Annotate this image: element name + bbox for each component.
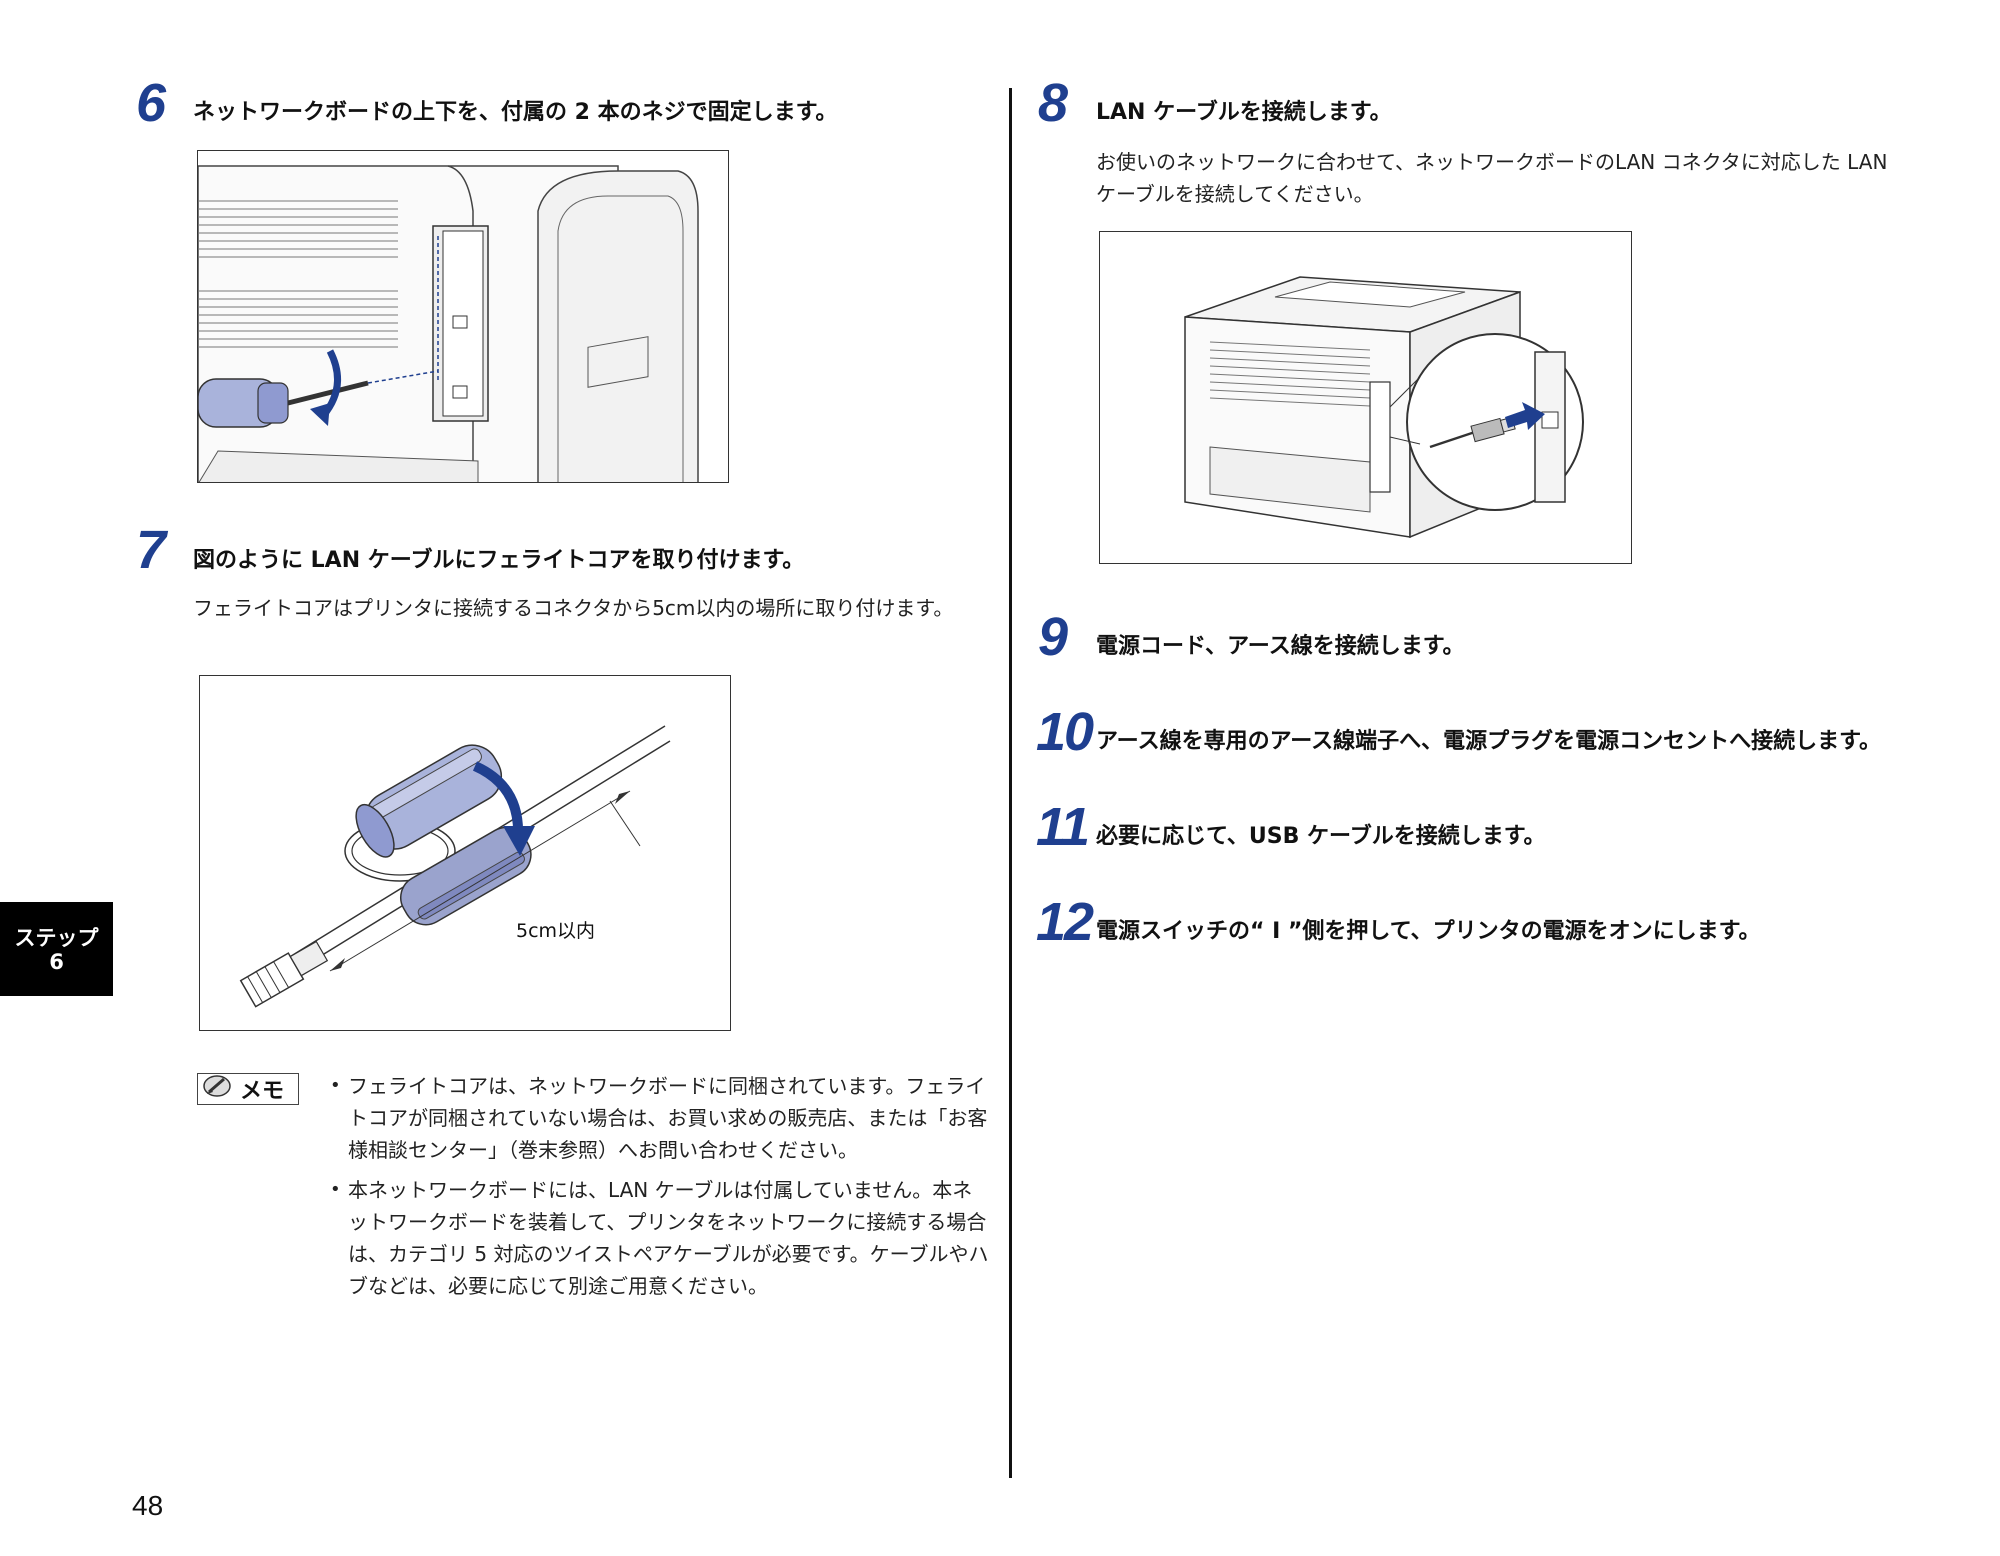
step-11-title: 必要に応じて、USB ケーブルを接続します。 (1096, 824, 1546, 849)
figure-lan-cable-connection (1099, 231, 1632, 564)
figure-dimension-label: 5cm以内 (516, 920, 596, 942)
page-number: 48 (132, 1490, 164, 1521)
step-7-body: フェライトコアはプリンタに接続するコネクタから5cm以内の場所に取り付けます。 (193, 596, 954, 620)
memo-label-text: メモ (240, 1079, 285, 1104)
step-6-title: ネットワークボードの上下を、付属の 2 本のネジで固定します。 (193, 100, 838, 125)
step-11-number: 11 (1036, 797, 1090, 857)
side-tab-line2: 6 (49, 950, 64, 974)
side-tab-line1: ステップ (14, 926, 99, 950)
step-7-number: 7 (136, 520, 166, 580)
pencil-icon (202, 1074, 232, 1104)
step-8-number: 8 (1038, 73, 1068, 133)
step-7-title: 図のように LAN ケーブルにフェライトコアを取り付けます。 (193, 548, 805, 573)
memo-item: 本ネットワークボードには、LAN ケーブルは付属していません。本ネットワークボー… (330, 1174, 990, 1302)
memo-list: フェライトコアは、ネットワークボードに同梱されています。フェライトコアが同梱され… (330, 1070, 990, 1310)
step-9-title: 電源コード、アース線を接続します。 (1096, 634, 1465, 659)
side-tab-step-6[interactable]: ステップ 6 (0, 902, 113, 996)
memo-item: フェライトコアは、ネットワークボードに同梱されています。フェライトコアが同梱され… (330, 1070, 990, 1166)
step-10-title: アース線を専用のアース線端子へ、電源プラグを電源コンセントへ接続します。 (1096, 729, 1881, 754)
step-12-number: 12 (1036, 892, 1094, 952)
step-8-body: お使いのネットワークに合わせて、ネットワークボードのLAN コネクタに対応した … (1096, 150, 1888, 206)
step-12-title: 電源スイッチの“ I ”側を押して、プリンタの電源をオンにします。 (1096, 919, 1761, 944)
step-6-number: 6 (136, 73, 166, 133)
step-8-title: LAN ケーブルを接続します。 (1096, 100, 1392, 125)
figure-network-board-screw (197, 150, 729, 483)
step-9-number: 9 (1038, 607, 1068, 667)
memo-label: メモ (197, 1073, 299, 1105)
step-10-number: 10 (1036, 702, 1094, 762)
column-divider (1009, 88, 1012, 1478)
figure-ferrite-core: 5cm以内 (199, 675, 731, 1031)
